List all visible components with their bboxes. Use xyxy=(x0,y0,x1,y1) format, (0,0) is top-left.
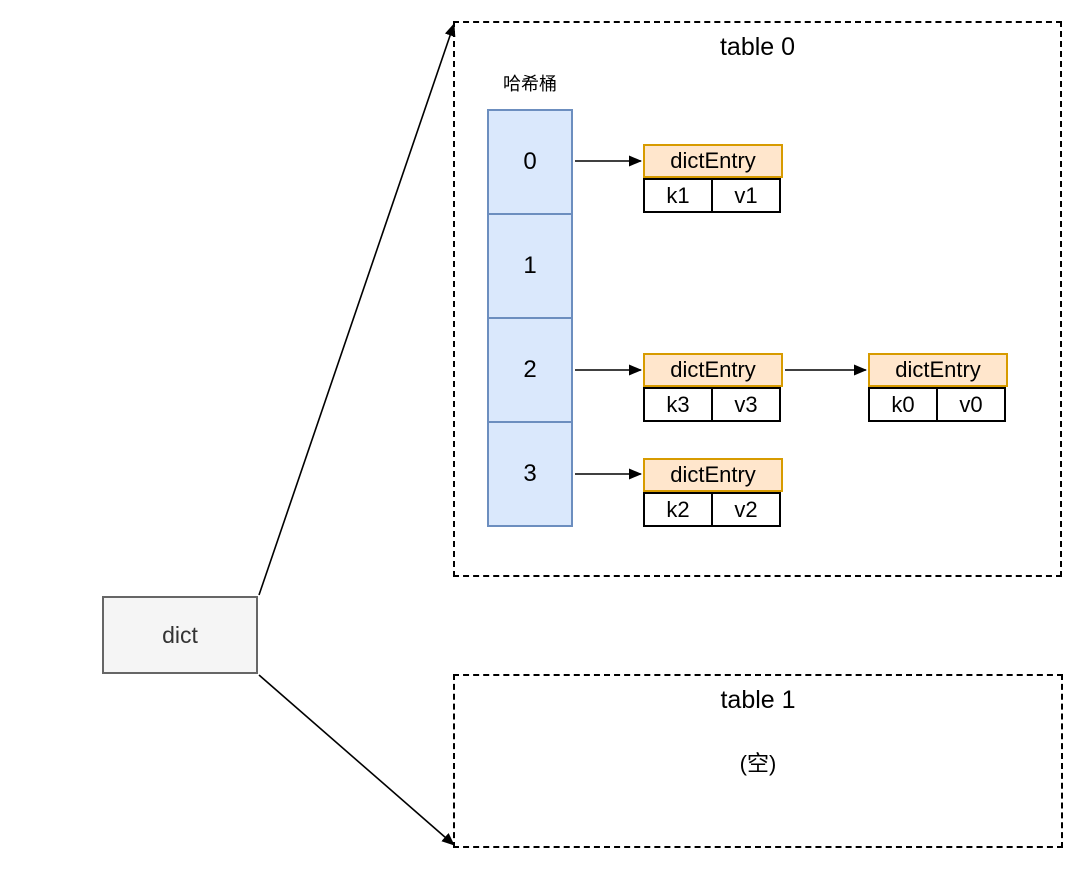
dict-entry-node-k1: dictEntry k1 v1 xyxy=(643,144,783,213)
dict-entry-body: k2 v2 xyxy=(643,492,783,527)
dict-entry-node-k3: dictEntry k3 v3 xyxy=(643,353,783,422)
dict-entry-body: k3 v3 xyxy=(643,387,783,422)
table1-title: table 1 xyxy=(720,686,796,714)
hash-bucket-label: 哈希桶 xyxy=(503,74,557,94)
arrow-dict-to-table0 xyxy=(258,23,456,596)
dict-entry-title: dictEntry xyxy=(643,144,783,178)
entry-key-cell: k0 xyxy=(868,387,938,422)
entry-key-cell: k1 xyxy=(643,178,713,213)
entry-value-cell: v1 xyxy=(711,178,781,213)
entry-key-cell: k2 xyxy=(643,492,713,527)
entry-value-cell: v2 xyxy=(711,492,781,527)
dict-entry-title: dictEntry xyxy=(643,458,783,492)
arrow-dict-to-table1 xyxy=(258,674,455,846)
hash-bucket-array: 0 1 2 3 xyxy=(487,109,573,527)
entry-value-cell: v3 xyxy=(711,387,781,422)
bucket-cell-0: 0 xyxy=(487,109,573,215)
bucket-cell-2: 2 xyxy=(487,317,573,423)
dict-entry-node-k2: dictEntry k2 v2 xyxy=(643,458,783,527)
table0-title: table 0 xyxy=(719,33,796,61)
bucket-cell-3: 3 xyxy=(487,421,573,527)
entry-value-cell: v0 xyxy=(936,387,1006,422)
table0-container: table 0 xyxy=(453,21,1062,577)
dict-entry-body: k1 v1 xyxy=(643,178,783,213)
dict-node-label: dict xyxy=(162,621,198,648)
dict-entry-title: dictEntry xyxy=(868,353,1008,387)
table1-container: table 1 (空) xyxy=(453,674,1063,848)
dict-entry-node-k0: dictEntry k0 v0 xyxy=(868,353,1008,422)
bucket-cell-1: 1 xyxy=(487,213,573,319)
table1-empty-label: (空) xyxy=(739,751,777,776)
dict-node: dict xyxy=(102,596,258,674)
dict-entry-title: dictEntry xyxy=(643,353,783,387)
dict-entry-body: k0 v0 xyxy=(868,387,1008,422)
entry-key-cell: k3 xyxy=(643,387,713,422)
